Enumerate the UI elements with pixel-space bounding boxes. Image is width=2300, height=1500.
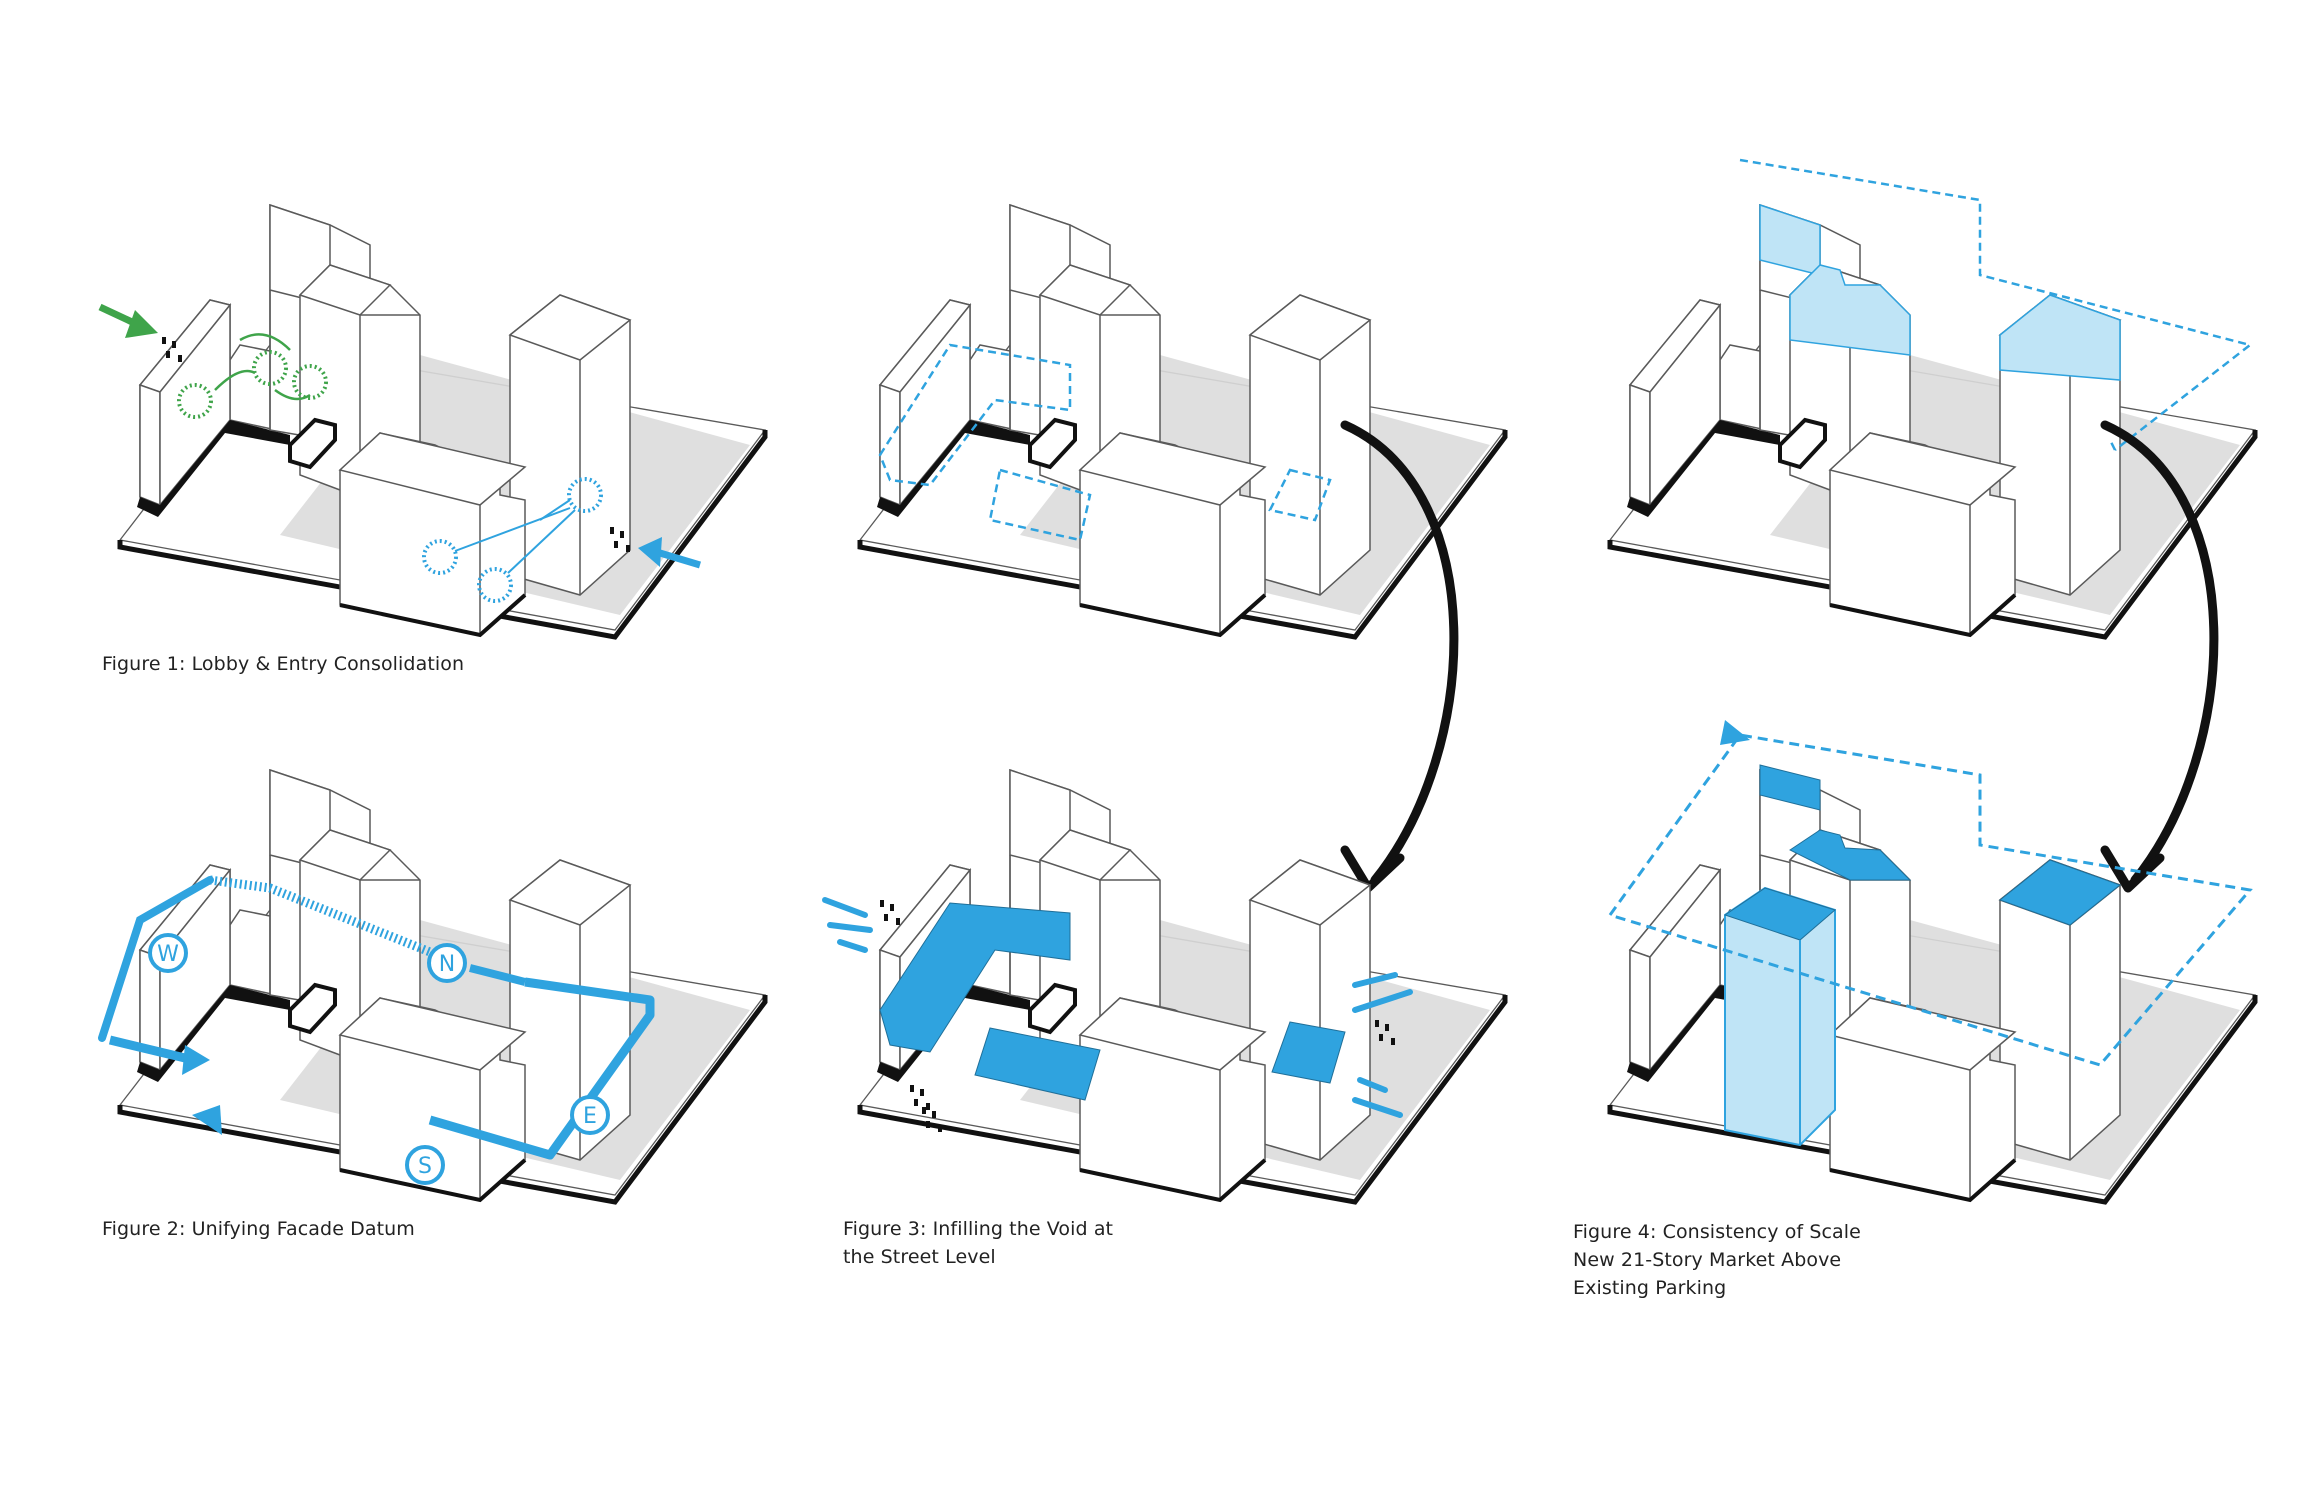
figure-3-diagram bbox=[822, 770, 1505, 1202]
compass-n-icon: N bbox=[427, 943, 467, 983]
compass-w-label: W bbox=[157, 942, 179, 967]
figure-4-diagram bbox=[1610, 720, 2255, 1202]
figure-4-caption-line-3: Existing Parking bbox=[1573, 1277, 1727, 1299]
scale-envelope-outline bbox=[1739, 158, 2253, 451]
new-tower-tops bbox=[1759, 203, 2121, 381]
transition-arrow-icon bbox=[2100, 420, 2219, 893]
compass-n-label: N bbox=[439, 952, 455, 977]
lobby-circles-blue bbox=[422, 477, 603, 603]
figure-4-caption-line-2: New 21-Story Market Above bbox=[1573, 1249, 1842, 1271]
facade-datum-line bbox=[98, 875, 655, 1160]
entry-arrow-icon bbox=[98, 303, 158, 338]
figure-1-caption: Figure 1: Lobby & Entry Consolidation bbox=[102, 650, 464, 678]
compass-markers: W N E S bbox=[148, 933, 610, 1185]
activity-marks bbox=[822, 897, 1413, 1118]
figure-2-caption: Figure 2: Unifying Facade Datum bbox=[102, 1215, 415, 1243]
figure-3-caption-line-1: Figure 3: Infilling the Void at bbox=[843, 1218, 1114, 1240]
figure-1-caption-line: Figure 1: Lobby & Entry Consolidation bbox=[102, 653, 465, 675]
figure-2-caption-line: Figure 2: Unifying Facade Datum bbox=[102, 1218, 415, 1240]
compass-s-icon: S bbox=[405, 1145, 445, 1185]
compass-e-label: E bbox=[583, 1104, 597, 1129]
datum-arrowhead-south bbox=[192, 1105, 222, 1135]
figure-3-before-diagram bbox=[860, 205, 1505, 637]
sequence-arrow-icon bbox=[454, 499, 576, 574]
scale-envelope-outline bbox=[1608, 733, 2253, 1067]
compass-s-label: S bbox=[418, 1154, 432, 1179]
compass-w-icon: W bbox=[148, 933, 188, 973]
figure-3-caption: Figure 3: Infilling the Void at the Stre… bbox=[843, 1215, 1113, 1271]
figure-4-caption-line-1: Figure 4: Consistency of Scale bbox=[1573, 1221, 1861, 1243]
figure-4-before-diagram bbox=[1610, 158, 2255, 637]
figure-2-diagram: W N E S bbox=[98, 770, 765, 1202]
tower-roof-highlights bbox=[1759, 764, 2122, 926]
figure-4-caption: Figure 4: Consistency of Scale New 21-St… bbox=[1573, 1218, 1861, 1302]
figure-1-diagram bbox=[98, 205, 765, 637]
infill-blocks bbox=[879, 902, 1346, 1101]
datum-arrowhead-west bbox=[182, 1045, 210, 1075]
lobby-circles-green bbox=[177, 350, 328, 419]
entry-arrow-icon bbox=[638, 537, 702, 569]
envelope-arrowhead-icon bbox=[1720, 720, 1750, 745]
new-market-tower bbox=[1723, 886, 1837, 1147]
sequence-arrow-icon bbox=[214, 333, 311, 401]
compass-e-icon: E bbox=[570, 1095, 610, 1135]
figure-3-caption-line-2: the Street Level bbox=[843, 1246, 996, 1268]
void-outline bbox=[878, 343, 1332, 542]
